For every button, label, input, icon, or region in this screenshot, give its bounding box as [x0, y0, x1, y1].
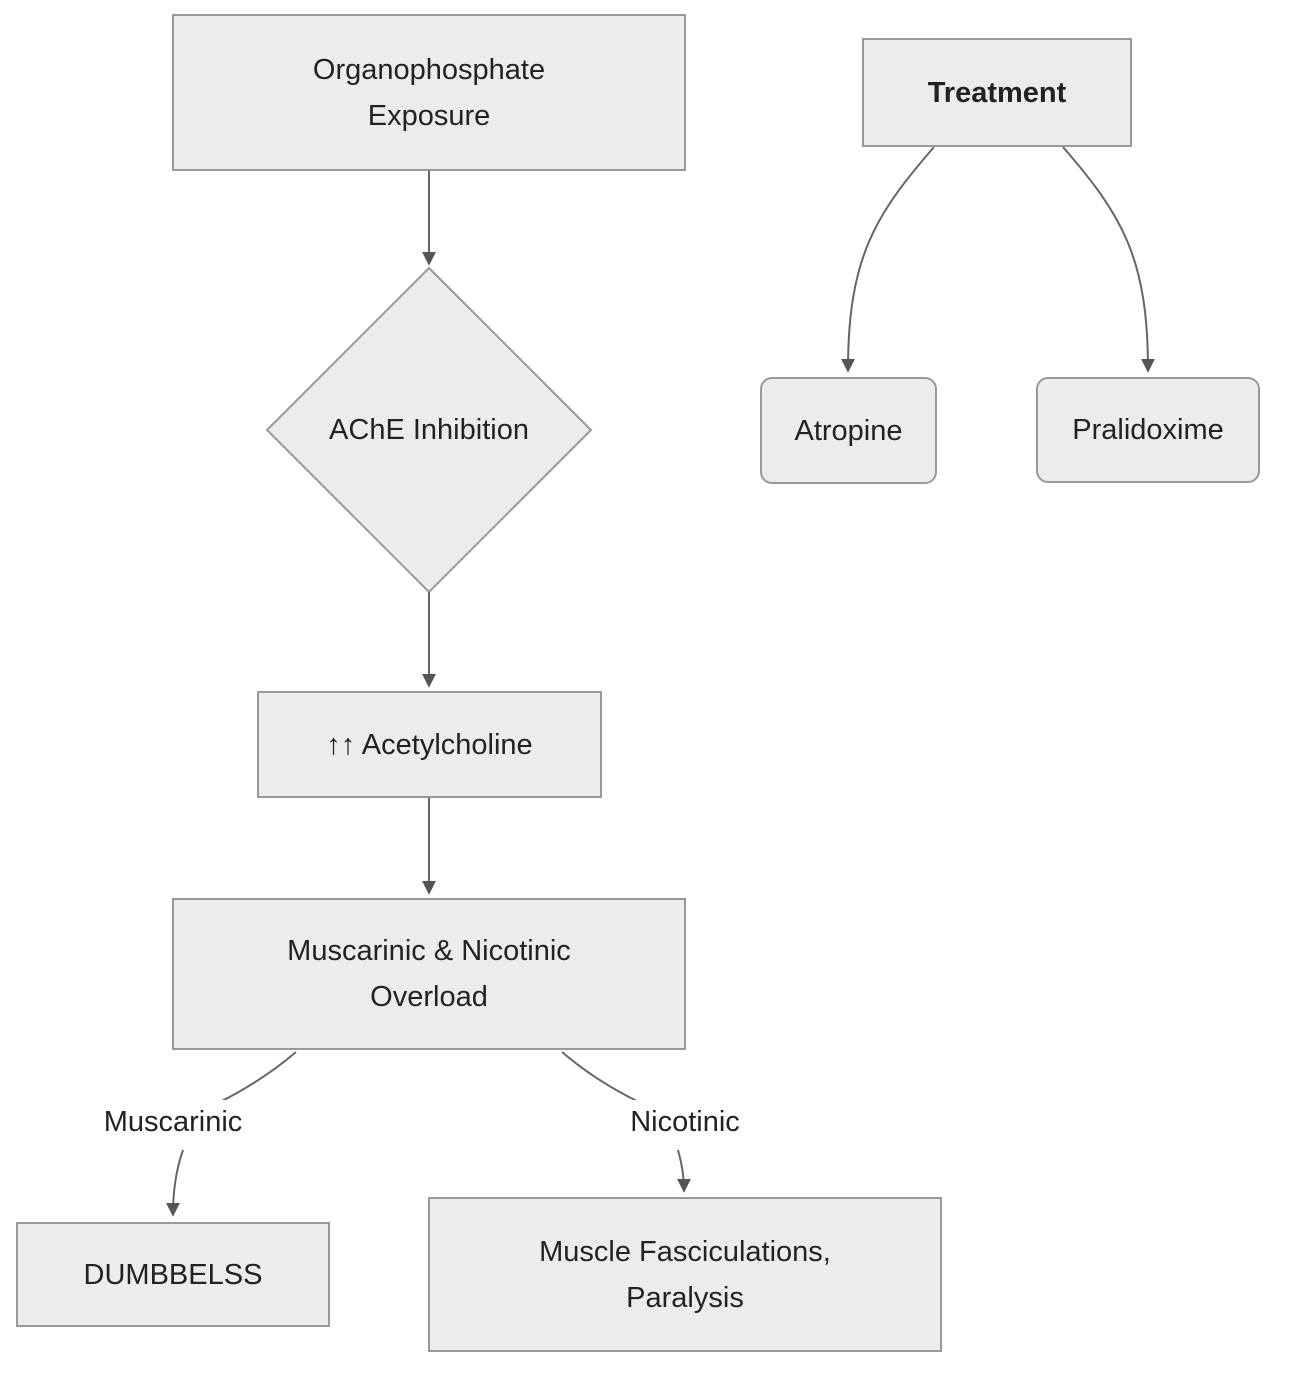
edge-treatment-to-pralidoxime — [1062, 146, 1155, 373]
node-label-line: Pralidoxime — [1072, 414, 1224, 446]
edge-treatment-to-atropine — [841, 146, 935, 373]
node-organophosphate-exposure: Organophosphate Exposure — [172, 14, 686, 171]
node-atropine: Atropine — [760, 377, 937, 484]
node-label-line: Overload — [370, 981, 488, 1013]
node-pralidoxime: Pralidoxime — [1036, 377, 1260, 483]
edge-label-nicotinic: Nicotinic — [585, 1100, 785, 1144]
node-label-line: Paralysis — [626, 1281, 744, 1314]
edge-overload-to-nicotinic-label — [561, 1051, 642, 1104]
node-label-line: Muscarinic & Nicotinic — [287, 935, 571, 967]
node-label-line: AChE Inhibition — [329, 413, 529, 446]
node-dumbbelss: DUMBBELSS — [16, 1222, 330, 1327]
node-label-line: ↑↑ Acetylcholine — [326, 728, 533, 761]
node-label-line: Exposure — [367, 99, 491, 132]
node-muscle-fasciculations-paralysis: Muscle Fasciculations, Paralysis — [428, 1197, 942, 1352]
node-label-line: DUMBBELSS — [83, 1258, 263, 1291]
node-label-line: Treatment — [927, 76, 1067, 109]
edge-overload-to-muscarinic-label — [217, 1051, 297, 1104]
node-label-line: Organophosphate — [312, 53, 546, 86]
node-treatment: Treatment — [862, 38, 1132, 147]
edge-muscarinic-label-to-dumbbelss — [166, 1149, 184, 1217]
edge-nicotinic-label-to-fasciculations — [676, 1149, 691, 1193]
edge-label-muscarinic: Muscarinic — [73, 1100, 273, 1144]
node-label-line: Atropine — [794, 414, 903, 447]
node-muscarinic-nicotinic-overload: Muscarinic & Nicotinic Overload — [172, 898, 686, 1050]
node-ache-inhibition-label: AChE Inhibition — [277, 400, 581, 460]
node-acetylcholine: ↑↑ Acetylcholine — [257, 691, 602, 798]
node-label-line: Muscle Fasciculations, — [539, 1235, 831, 1268]
